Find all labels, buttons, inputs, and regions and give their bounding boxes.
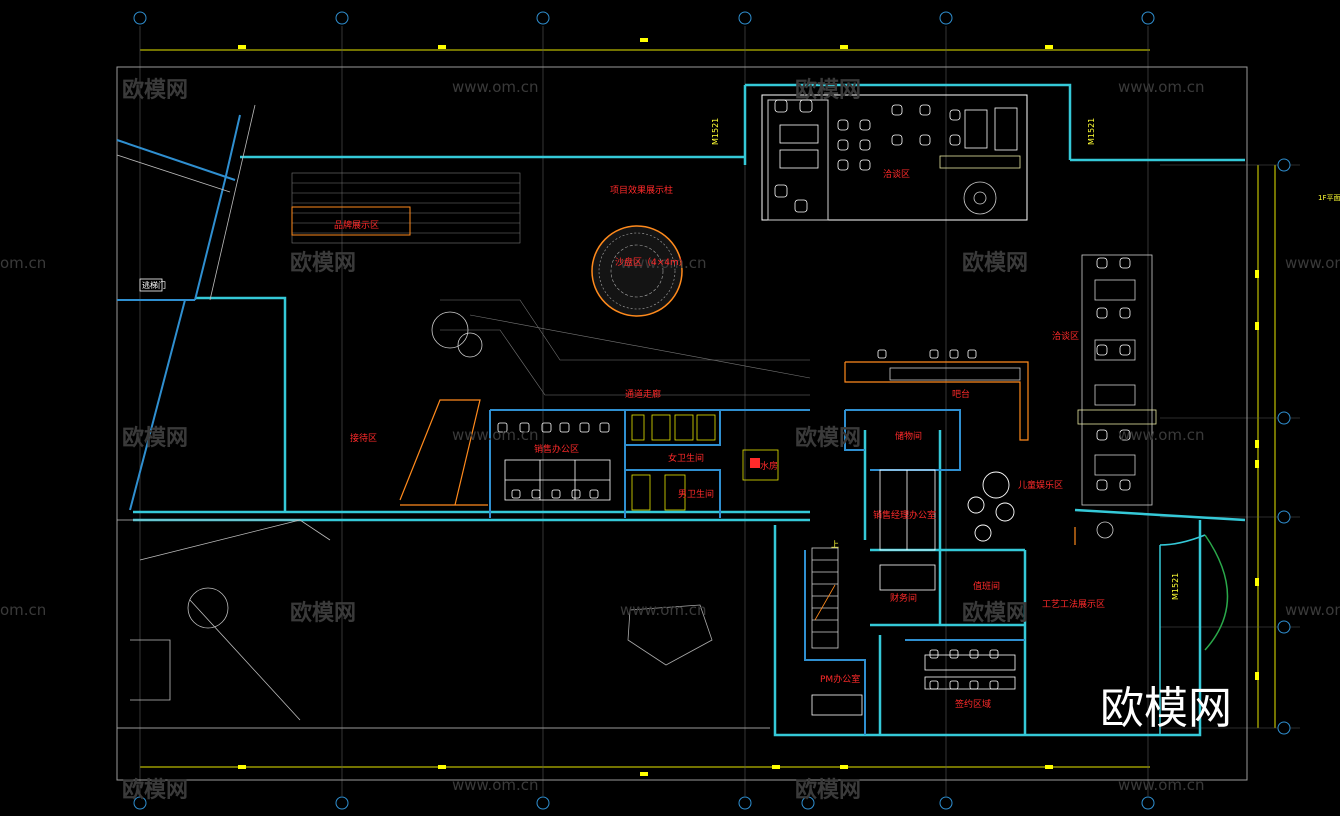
watermark-url: www.om.cn — [1118, 776, 1205, 794]
outer-boundary — [116, 66, 1248, 781]
room-label: 储物间 — [895, 430, 922, 442]
negotiation-room-top — [761, 94, 1028, 221]
left-facade — [116, 114, 241, 511]
lower-right-facade — [1159, 534, 1229, 735]
deck-area — [291, 172, 811, 396]
room-label: 工艺工法展示区 — [1042, 598, 1105, 610]
kids-play-circles — [967, 471, 1015, 542]
water-heater-marker — [750, 458, 760, 468]
brand-display-board — [291, 206, 411, 236]
watermark-url: om.cn — [0, 254, 46, 272]
watermark-logo: 欧模网 — [795, 77, 861, 103]
room-label: 男卫生间 — [678, 488, 714, 500]
room-label: 值班间 — [973, 580, 1000, 592]
door-tag-right: M1521 — [1087, 118, 1096, 145]
left-facade-detail — [116, 104, 331, 721]
room-label: 洽谈区 — [1052, 330, 1079, 342]
site-feature-pentagon — [627, 604, 713, 666]
room-label: 水房 — [760, 460, 778, 472]
emergency-door-tag — [139, 278, 163, 292]
emergency-door-label: 逃梯门 — [142, 280, 166, 290]
dimension-ticks — [238, 38, 1259, 776]
watermark-url: www.om.cn — [1285, 601, 1340, 619]
room-label: 洽谈区 — [883, 168, 910, 180]
inner-walls — [489, 409, 1025, 735]
room-label: 接待区 — [350, 432, 377, 444]
watermark-logo: 欧模网 — [795, 777, 861, 803]
watermark-logo: 欧模网 — [122, 777, 188, 803]
watermark-url: www.om.cn — [452, 426, 539, 444]
watermark-logo: 欧模网 — [290, 600, 356, 626]
room-label: 项目效果展示柱 — [610, 184, 673, 196]
watermark-url: www.om.cn — [1118, 78, 1205, 96]
room-label: 吧台 — [952, 388, 970, 400]
door-tag-lower: M1521 — [1171, 573, 1180, 600]
watermark-logo: 欧模网 — [290, 250, 356, 276]
orange-accents — [400, 504, 1076, 545]
watermark-url: om.cn — [0, 601, 46, 619]
reception-desk — [399, 399, 481, 506]
room-label: 通道走廊 — [625, 388, 661, 400]
watermark-logo: 欧模网 — [795, 425, 861, 451]
watermark-logo: 欧模网 — [122, 77, 188, 103]
watermark-url: www.om.cn — [452, 78, 539, 96]
watermark-url: www.om.cn — [620, 601, 707, 619]
negotiation-strip-right — [1077, 254, 1157, 506]
room-label: 女卫生间 — [668, 452, 704, 464]
chairs — [497, 99, 1131, 690]
bar-counter — [844, 361, 1029, 441]
column-grid — [139, 26, 1300, 796]
axis-bubbles — [133, 11, 1291, 810]
sandtable-model — [591, 225, 683, 317]
room-label: 沙盘区（4×4m） — [615, 256, 688, 268]
watermark-logo: 欧模网 — [962, 250, 1028, 276]
door-tag-left: M1521 — [711, 118, 720, 145]
brand-logo: 欧模网 — [1100, 683, 1232, 734]
watermark-logo: 欧模网 — [122, 425, 188, 451]
walls — [133, 83, 1246, 737]
watermark-url: www.om.cn — [452, 776, 539, 794]
watermark-url: www.om.cn — [620, 254, 707, 272]
room-label: 品牌展示区 — [334, 219, 379, 231]
room-label: 销售办公区 — [534, 443, 579, 455]
room-label: 销售经理办公室 — [873, 509, 936, 521]
room-label: 儿童娱乐区 — [1018, 479, 1063, 491]
drawing-corner-label: 1F平面 — [1318, 194, 1340, 202]
room-label: PM办公室 — [820, 673, 860, 685]
watermark-logo: 欧模网 — [962, 600, 1028, 626]
watermark-url: www.om.cn — [1118, 426, 1205, 444]
watermark-url: www.om.cn — [1285, 254, 1340, 272]
room-label: 财务间 — [890, 592, 917, 604]
staircase — [811, 547, 839, 649]
stair-up-label: 上 — [831, 540, 839, 549]
plants — [431, 181, 1114, 539]
sofas — [779, 107, 1021, 169]
office-desks — [504, 459, 1016, 716]
washroom-fixtures — [631, 414, 779, 511]
room-label: 签约区域 — [955, 698, 991, 710]
